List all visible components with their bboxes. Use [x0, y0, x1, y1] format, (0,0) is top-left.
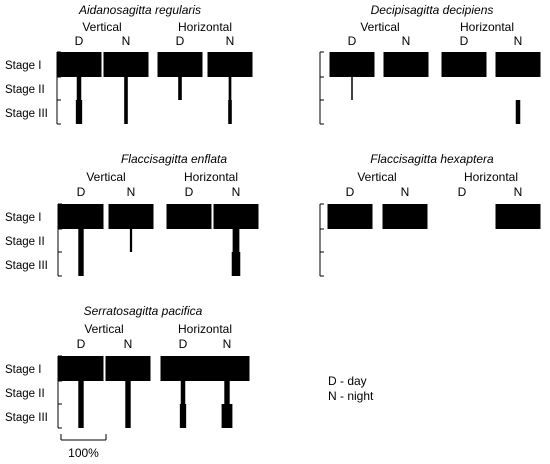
kite-bar-vertical-d-stage-2 — [76, 77, 82, 100]
kite-bar-horizontal-n-stage-3 — [515, 100, 521, 124]
species-title: Aidanosagitta regularis — [78, 3, 201, 17]
kite-bar-horizontal-d-stage-1 — [441, 52, 487, 77]
kite-bar-horizontal-n-stage-3 — [228, 100, 232, 124]
column-header-d: D — [75, 34, 84, 48]
column-header-d: D — [348, 34, 357, 48]
kite-bar-vertical-n-stage-3 — [124, 100, 128, 124]
scale-bar-label: 100% — [68, 446, 99, 460]
kite-bar-horizontal-n-stage-2 — [224, 381, 230, 404]
kite-bar-horizontal-d-stage-3 — [179, 404, 187, 428]
stage-label-2: Stage II — [5, 236, 45, 248]
kite-bar-horizontal-d-stage-1 — [157, 52, 203, 77]
stage-label-2: Stage II — [5, 388, 45, 400]
kite-bar-vertical-n-stage-1 — [383, 52, 429, 77]
legend-night: N - night — [328, 389, 374, 403]
kite-bar-vertical-d-stage-2 — [78, 381, 84, 404]
column-header-n: N — [122, 34, 131, 48]
kite-bar-vertical-n-stage-1 — [103, 52, 149, 77]
kite-bar-vertical-n-stage-2 — [129, 229, 133, 252]
kite-bar-horizontal-n-stage-3 — [231, 252, 241, 276]
column-header-n: N — [232, 185, 241, 199]
kite-bar-horizontal-n-stage-1 — [213, 204, 259, 229]
kite-bar-horizontal-n-stage-1 — [204, 356, 250, 381]
kite-bar-vertical-n-stage-3 — [125, 404, 131, 428]
horizontal-header: Horizontal — [178, 322, 232, 336]
kite-bar-vertical-d-stage-1 — [327, 204, 373, 229]
horizontal-header: Horizontal — [184, 170, 238, 184]
kite-bar-horizontal-d-stage-1 — [160, 356, 206, 381]
column-header-n: N — [514, 34, 523, 48]
kite-bar-vertical-d-stage-1 — [56, 52, 102, 77]
horizontal-header: Horizontal — [460, 20, 514, 34]
kite-bar-horizontal-n-stage-2 — [228, 77, 232, 100]
kite-bar-horizontal-n-stage-1 — [495, 204, 541, 229]
vertical-header: Vertical — [357, 170, 396, 184]
column-header-d: D — [176, 34, 185, 48]
species-title: Decipisagitta decipiens — [371, 3, 494, 17]
horizontal-header: Horizontal — [464, 170, 518, 184]
column-header-d: D — [185, 185, 194, 199]
kite-bar-vertical-d-stage-2 — [351, 77, 353, 100]
kite-bar-vertical-n-stage-1 — [382, 204, 428, 229]
column-header-n: N — [223, 337, 232, 351]
kite-bar-vertical-n-stage-1 — [108, 204, 154, 229]
column-header-n: N — [124, 337, 133, 351]
column-header-d: D — [77, 185, 86, 199]
kite-bar-horizontal-d-stage-2 — [178, 77, 182, 100]
horizontal-header: Horizontal — [178, 20, 232, 34]
kite-bar-horizontal-n-stage-2 — [232, 229, 240, 252]
kite-bar-horizontal-d-stage-1 — [166, 204, 212, 229]
kite-bar-vertical-d-stage-3 — [75, 100, 83, 124]
species-title: Serratosagitta pacifica — [84, 304, 203, 318]
vertical-header: Vertical — [82, 20, 121, 34]
column-header-d: D — [460, 34, 469, 48]
column-header-d: D — [458, 185, 467, 199]
column-header-d: D — [346, 185, 355, 199]
stage-label-2: Stage II — [5, 84, 45, 96]
legend-day: D - day — [328, 374, 367, 388]
stage-label-1: Stage I — [5, 364, 41, 376]
column-header-n: N — [402, 34, 411, 48]
vertical-header: Vertical — [84, 322, 123, 336]
stage-label-1: Stage I — [5, 60, 41, 72]
column-header-n: N — [127, 185, 136, 199]
kite-bar-vertical-n-stage-1 — [105, 356, 151, 381]
stage-label-3: Stage III — [5, 260, 48, 272]
vertical-header: Vertical — [360, 20, 399, 34]
species-title: Flaccisagitta hexaptera — [370, 152, 494, 166]
kite-bar-horizontal-n-stage-1 — [495, 52, 541, 77]
kite-bar-horizontal-d-stage-2 — [180, 381, 186, 404]
stage-label-3: Stage III — [5, 108, 48, 120]
vertical-header: Vertical — [86, 170, 125, 184]
kite-bar-vertical-n-stage-2 — [124, 77, 128, 100]
column-header-d: D — [77, 337, 86, 351]
kite-bar-vertical-d-stage-1 — [329, 52, 375, 77]
kite-bar-horizontal-n-stage-1 — [207, 52, 253, 77]
scale-bar: 100% — [60, 434, 107, 460]
kite-bar-vertical-d-stage-2 — [78, 229, 84, 252]
kite-bar-horizontal-n-stage-3 — [221, 404, 233, 428]
kite-bar-vertical-d-stage-1 — [58, 356, 104, 381]
kite-bar-vertical-d-stage-3 — [78, 252, 84, 276]
column-header-n: N — [226, 34, 235, 48]
species-title: Flaccisagitta enflata — [121, 152, 227, 166]
column-header-n: N — [401, 185, 410, 199]
kite-bar-vertical-d-stage-3 — [78, 404, 84, 428]
column-header-n: N — [514, 185, 523, 199]
stage-label-1: Stage I — [5, 212, 41, 224]
column-header-d: D — [179, 337, 188, 351]
kite-bar-vertical-d-stage-1 — [58, 204, 104, 229]
stage-label-3: Stage III — [5, 412, 48, 424]
kite-bar-vertical-n-stage-2 — [125, 381, 131, 404]
